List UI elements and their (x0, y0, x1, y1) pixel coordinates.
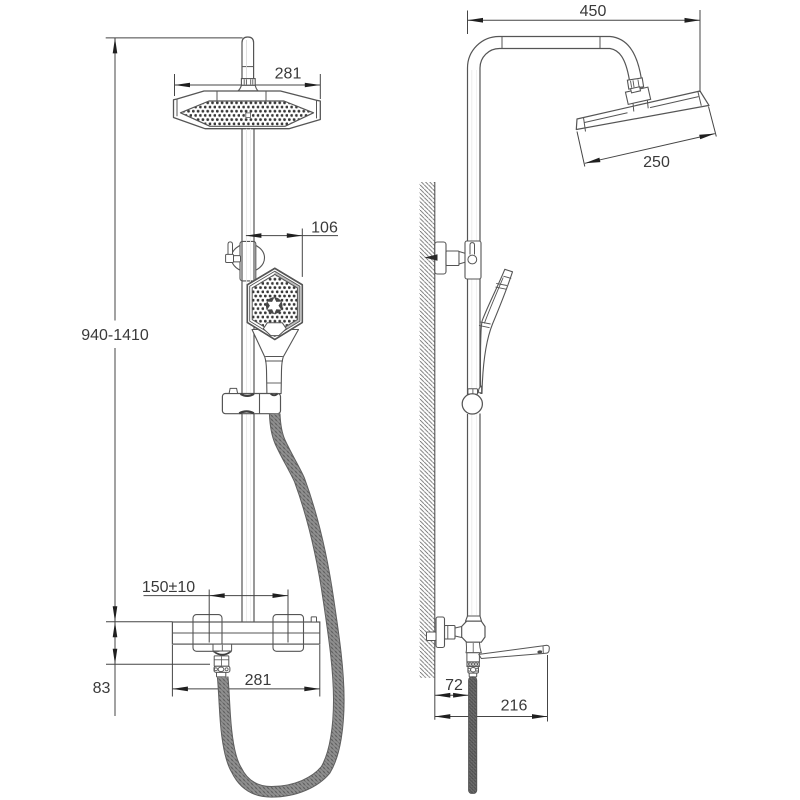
svg-text:940-1410: 940-1410 (81, 327, 149, 344)
svg-text:281: 281 (275, 66, 302, 83)
svg-text:72: 72 (445, 677, 463, 694)
svg-text:216: 216 (501, 698, 528, 715)
svg-text:106: 106 (311, 220, 338, 237)
svg-text:281: 281 (245, 672, 272, 689)
svg-text:83: 83 (93, 680, 111, 697)
svg-text:450: 450 (580, 3, 607, 20)
svg-text:250: 250 (643, 154, 670, 171)
svg-text:150±10: 150±10 (142, 579, 195, 596)
